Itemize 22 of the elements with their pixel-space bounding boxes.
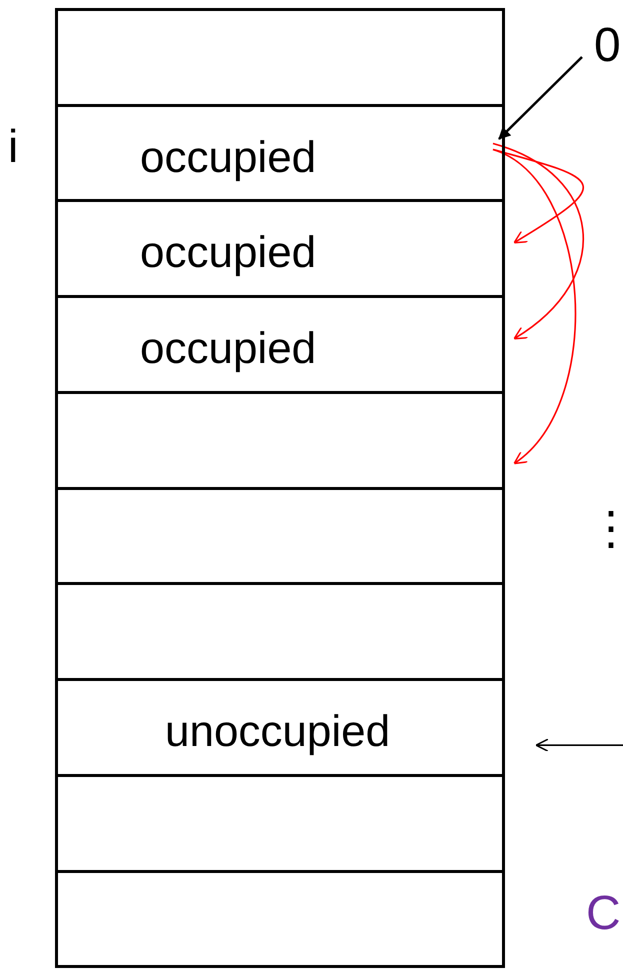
slot-text: occupied	[140, 230, 316, 275]
arrow	[492, 142, 584, 340]
table-slot	[55, 391, 505, 490]
slot-text: 0	[594, 19, 621, 72]
slot-text: unoccupied	[165, 710, 390, 754]
table-slot	[55, 487, 505, 585]
table-slot	[55, 774, 505, 873]
slot-text: occupied	[140, 326, 316, 371]
slot-text: occupied	[140, 136, 316, 180]
table-slot	[55, 8, 505, 107]
arrow	[498, 56, 583, 140]
table-slot	[55, 582, 505, 681]
index-label: C	[586, 886, 621, 942]
table-slot	[55, 295, 505, 394]
table-slot	[55, 104, 505, 202]
table-slot	[55, 678, 505, 777]
table-slot	[55, 870, 505, 968]
arrow	[535, 738, 623, 752]
ellipsis: ⋮	[588, 505, 623, 551]
index-label: i	[8, 119, 18, 174]
table-slot	[55, 199, 505, 298]
arrow	[492, 148, 576, 464]
